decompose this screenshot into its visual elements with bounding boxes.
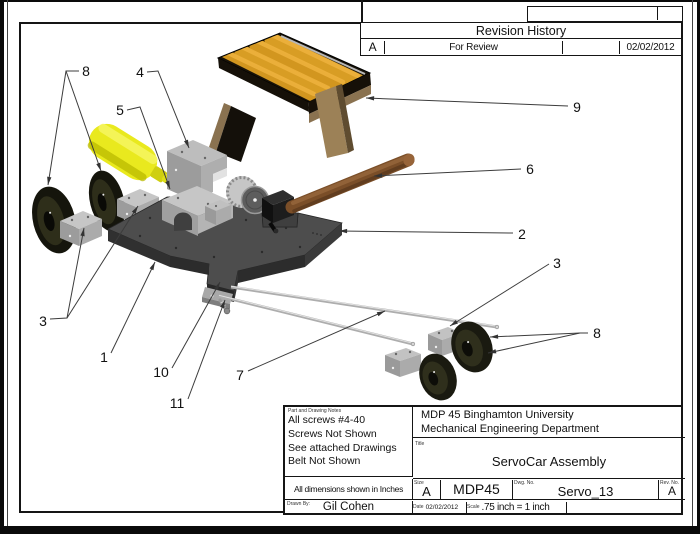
cage-code-cell: MDP45 (441, 480, 513, 499)
notes-cell: Part and Drawing Notes All screws #4-40 … (285, 407, 413, 477)
small-block-on-chassis (205, 200, 231, 225)
leader-line (487, 332, 581, 354)
company-line-1: MDP 45 Binghamton University (421, 409, 574, 421)
empty-cell (567, 502, 685, 514)
note-line: All screws #4-40 (288, 414, 366, 426)
date-label: Date (413, 504, 424, 511)
right-wheel-2 (419, 353, 457, 401)
dimensions-note-cell: All dimensions shown in Inches (285, 478, 413, 500)
drawn-by-label: Drawn By: (287, 501, 311, 507)
dwg-no-value: Servo_13 (557, 484, 614, 499)
sheet-line-right (692, 0, 693, 526)
revision-history-table: Revision History A For Review 02/02/2012 (360, 22, 682, 56)
border-right (697, 0, 700, 528)
date-scale-row: Date 02/02/2012 Scale .75 inch = 1 inch (413, 501, 685, 514)
leader-line (373, 168, 522, 178)
note-line: Screws Not Shown (288, 427, 377, 440)
leader-line (66, 205, 139, 319)
scale-label: Scale (467, 504, 480, 511)
size-value: A (422, 484, 431, 499)
date-cell: Date 02/02/2012 (413, 501, 467, 513)
border-left (0, 0, 4, 528)
revision-strip-divider (657, 7, 658, 20)
right-block-2 (385, 348, 421, 377)
chassis-screw-holes (138, 216, 322, 259)
dwg-no-label: Dwg. No. (514, 480, 535, 486)
leader-lines (47, 70, 588, 400)
left-block-1 (60, 211, 102, 246)
leader-line (449, 263, 550, 327)
right-wheel-1 (451, 321, 493, 373)
leader-line (247, 310, 386, 372)
leader-line (171, 281, 221, 369)
size-row: Size A MDP45 Dwg. No. Servo_13 Rev. No. … (413, 480, 685, 500)
leader-line (146, 70, 190, 149)
dwg-no-cell: Dwg. No. Servo_13 (513, 480, 659, 499)
leader-line (65, 70, 102, 172)
scale-cell: Scale .75 inch = 1 inch (467, 501, 567, 513)
leader-line (338, 228, 514, 234)
roller-stand (209, 32, 372, 162)
rev-no-label: Rev. No. (660, 480, 680, 486)
revision-letter: A (361, 40, 385, 54)
drawn-by-value: Gil Cohen (322, 501, 375, 513)
leader-line (47, 70, 79, 186)
drawing-title-cell: Title ServoCar Assembly (413, 440, 685, 479)
company-cell: MDP 45 Binghamton University Mechanical … (413, 407, 685, 438)
left-wheel-2 (88, 170, 126, 232)
title-label: Title (415, 440, 425, 447)
border-top (0, 0, 700, 2)
size-cell: Size A (413, 480, 441, 499)
leader-line (365, 96, 569, 107)
drawn-by-cell: Drawn By: Gil Cohen (285, 501, 413, 513)
scale-value: .75 inch = 1 inch (481, 501, 550, 513)
revision-approved (563, 40, 620, 54)
drawing-title: ServoCar Assembly (491, 453, 607, 469)
revision-description: For Review (385, 40, 563, 54)
revision-table-left-tick (361, 0, 363, 23)
rev-no-cell: Rev. No. A (659, 480, 685, 499)
revision-date: 02/02/2012 (626, 41, 675, 53)
leader-line (126, 106, 171, 190)
border-bottom (0, 526, 700, 534)
leader-line (489, 332, 588, 339)
sheet-line-left (7, 0, 8, 526)
date-value: 02/02/2012 (425, 503, 459, 511)
revision-strip-partial (527, 6, 683, 22)
title-block: Part and Drawing Notes All screws #4-40 … (283, 405, 685, 515)
leader-line (110, 261, 156, 354)
company-line-2: Mechanical Engineering Department (421, 422, 599, 435)
wooden-rod (285, 153, 415, 214)
revision-row: A For Review 02/02/2012 (361, 40, 681, 54)
note-line: Belt Not Shown (288, 455, 361, 468)
rev-no-value: A (667, 484, 676, 498)
notes-label: Part and Drawing Notes (288, 408, 342, 414)
leader-line (187, 299, 226, 400)
timing-pulley (226, 176, 270, 215)
size-label: Size (414, 480, 424, 486)
cage-code-value: MDP45 (453, 481, 500, 497)
yellow-motor (87, 123, 171, 184)
orange-rollers (222, 33, 366, 101)
note-line: See attached Drawings (288, 441, 397, 454)
revision-history-header: Revision History (361, 23, 681, 39)
